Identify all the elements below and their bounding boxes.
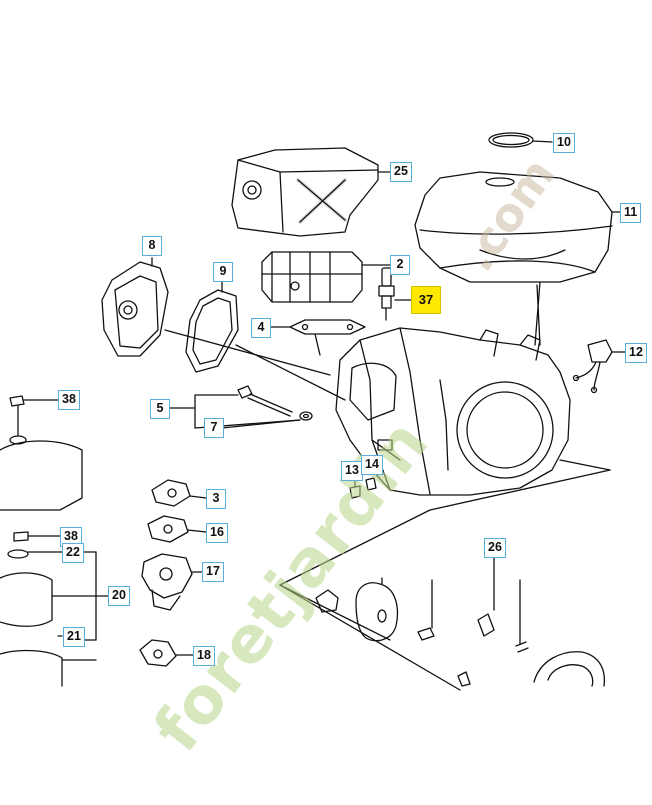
gasket-part-18 [139,639,194,667]
callout-12[interactable]: 12 [625,343,647,363]
carburetor-part-17 [141,553,207,611]
callout-10[interactable]: 10 [553,133,575,153]
ignition-wire-part-12 [572,339,627,394]
air-cleaner-housing [0,395,83,511]
filter-element-part-20 [0,572,109,627]
callout-26[interactable]: 26 [484,538,506,558]
filter-base-part-21 [0,635,97,687]
callout-9[interactable]: 9 [213,262,233,282]
base-outline [279,459,611,691]
callout-11[interactable]: 11 [620,203,642,223]
gasket-part-4 [269,319,366,356]
callout-37-highlighted[interactable]: 37 [411,286,441,314]
fuel-tank-part-11 [414,171,623,346]
callout-17[interactable]: 17 [202,562,224,582]
starter-parts-group-26 [315,557,606,687]
callout-8[interactable]: 8 [142,236,162,256]
spark-plug-part-37 [378,267,413,321]
side-cover-part-8 [101,257,331,376]
callout-25[interactable]: 25 [390,162,412,182]
control-rod-part-5 [167,385,313,429]
nut-part-14 [365,477,377,491]
o-ring-part-10 [488,132,553,148]
callout-38-top[interactable]: 38 [58,390,80,410]
callout-7[interactable]: 7 [204,418,224,438]
callout-38-bottom[interactable]: 38 [60,527,82,547]
air-filter-cover-part-25 [231,147,391,237]
callout-13[interactable]: 13 [341,461,363,481]
air-filter-element-part-2 [261,251,391,303]
screw-part-38b [13,531,61,542]
callout-14[interactable]: 14 [361,455,383,475]
callout-22[interactable]: 22 [62,543,84,563]
callout-21[interactable]: 21 [63,627,85,647]
callout-2[interactable]: 2 [390,255,410,275]
callout-16[interactable]: 16 [206,523,228,543]
callout-3[interactable]: 3 [206,489,226,509]
bracket-part-16 [147,515,207,543]
callout-5[interactable]: 5 [150,399,170,419]
bracket-part-3 [151,479,207,507]
callout-20[interactable]: 20 [108,586,130,606]
callout-18[interactable]: 18 [193,646,215,666]
callout-4[interactable]: 4 [251,318,271,338]
gasket-part-9 [185,281,346,401]
